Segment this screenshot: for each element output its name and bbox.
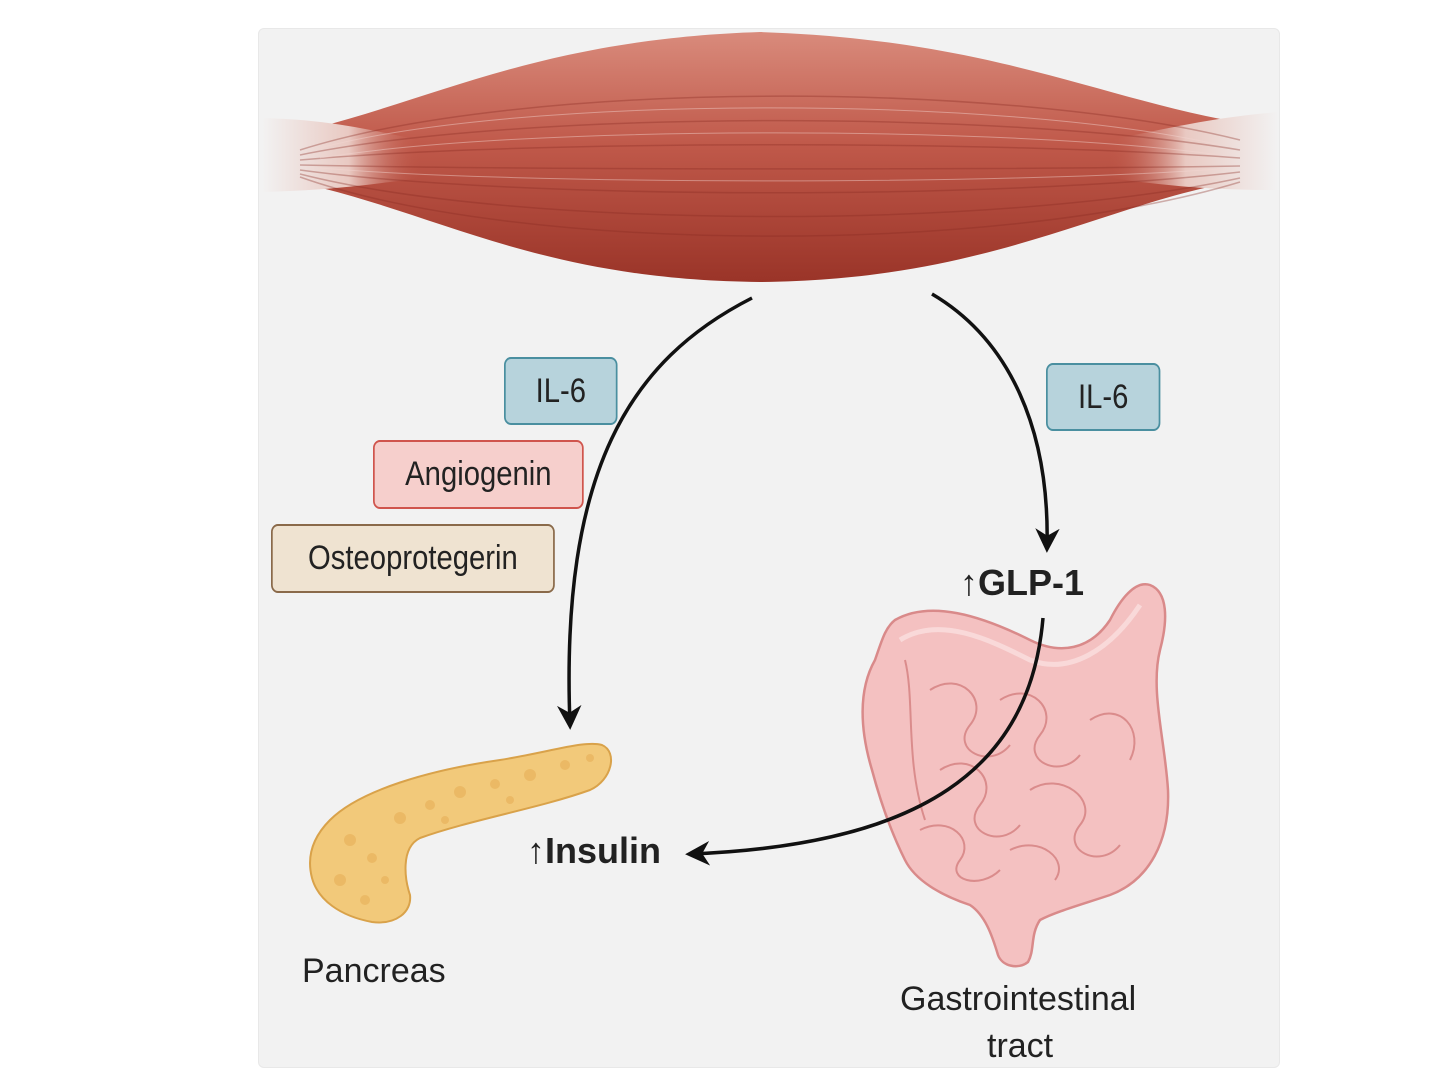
gi-tract-illustration <box>861 583 1170 968</box>
glp1-label: ↑GLP-1 <box>960 562 1085 603</box>
muscle-illustration <box>262 32 1278 282</box>
pancreas-label: Pancreas <box>302 952 446 990</box>
mediator-badge-osteoprotegerin: Osteoprotegerin <box>271 524 555 593</box>
mediator-badge-il6-left: IL-6 <box>504 357 618 425</box>
gi-tract-label-line1: Gastrointestinal <box>900 980 1137 1018</box>
mediator-badge-angiogenin: Angiogenin <box>373 440 584 509</box>
gi-tract-label-line2: tract <box>987 1027 1054 1065</box>
pancreas-illustration <box>309 742 612 924</box>
arrow-gut-to-insulin <box>685 617 1045 866</box>
arrow-muscle-to-gut <box>931 292 1060 553</box>
mediator-badge-il6-right: IL-6 <box>1046 363 1161 431</box>
insulin-label: ↑Insulin <box>527 830 661 871</box>
arrow-muscle-to-pancreas <box>556 296 753 730</box>
